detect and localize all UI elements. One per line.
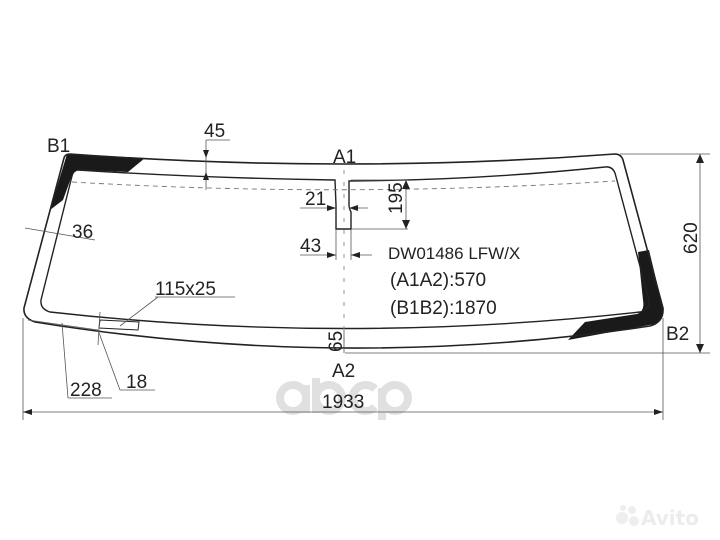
dim-corner-offset: 228 — [70, 380, 102, 401]
dim-top-band: 45 — [204, 121, 225, 142]
dim-total-width: 1933 — [322, 392, 364, 413]
point-a1-label: A1 — [333, 147, 356, 168]
dim-side-band: 36 — [72, 222, 93, 243]
abcp-watermark-logo — [276, 378, 412, 420]
b1b2-measure: (B1B2):1870 — [390, 298, 497, 319]
avito-text: Avito — [641, 506, 699, 530]
dim-slot-depth: 195 — [386, 182, 407, 214]
shade-bottom-right — [568, 250, 664, 340]
point-a2-label: A2 — [332, 361, 355, 382]
glass-outer-edge — [23, 153, 664, 349]
part-code: DW01486 LFW/X — [388, 244, 520, 263]
dim-small-offset: 18 — [126, 372, 147, 393]
dim-bottom-band: 65 — [326, 331, 347, 352]
dashed-boundary — [71, 180, 616, 191]
dimension-lines — [22, 139, 710, 420]
sensor-area-rect — [98, 319, 140, 331]
point-b2-label: B2 — [666, 324, 689, 345]
a1a2-measure: (A1A2):570 — [390, 270, 486, 291]
avito-logo: Avito — [616, 505, 699, 530]
dim-sensor-area: 115x25 — [155, 279, 216, 300]
point-b1-label: B1 — [47, 136, 70, 157]
dim-slot-bottom-width: 43 — [300, 236, 321, 257]
dim-slot-width: 21 — [305, 189, 326, 210]
sensor-leader — [119, 296, 159, 327]
shade-top-left — [50, 154, 145, 210]
glass-inner-edge — [40, 166, 650, 330]
dim-total-height: 620 — [681, 222, 702, 254]
